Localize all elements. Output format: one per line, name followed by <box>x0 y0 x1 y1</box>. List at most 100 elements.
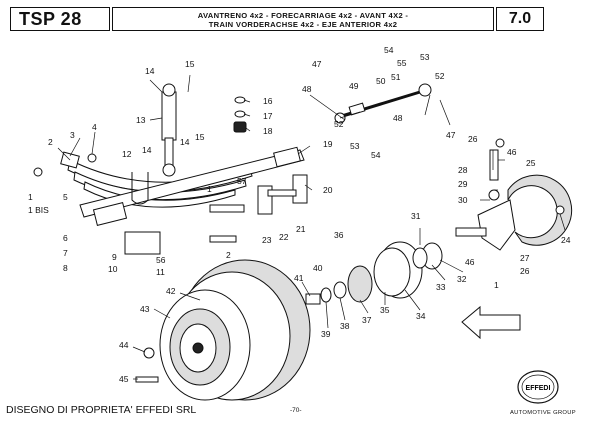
callout-25: 25 <box>526 158 536 168</box>
callout-54: 54 <box>384 45 394 55</box>
callout-11: 11 <box>156 267 165 277</box>
callout-3: 3 <box>70 130 75 140</box>
callout-31: 31 <box>411 211 421 221</box>
callout-43: 43 <box>140 304 150 314</box>
mount-bracket <box>124 231 161 255</box>
callout-15: 15 <box>185 59 195 69</box>
u-bolt <box>131 172 149 205</box>
callout-1c: 1 <box>494 280 499 290</box>
callout-42: 42 <box>166 286 176 296</box>
callout-50: 50 <box>376 76 386 86</box>
callout-35: 35 <box>380 305 390 315</box>
bump-stop <box>233 121 247 133</box>
callout-40: 40 <box>313 263 323 273</box>
callout-41: 41 <box>294 273 304 283</box>
callout-7: 7 <box>63 248 68 258</box>
callout-33: 33 <box>436 282 446 292</box>
callout-8: 8 <box>63 263 68 273</box>
bolt-head <box>33 167 43 177</box>
callout-47b: 47 <box>446 130 456 140</box>
ownership-note: DISEGNO DI PROPRIETA' EFFEDI SRL <box>6 404 197 416</box>
svg-text:EFFEDI: EFFEDI <box>526 385 551 392</box>
nut <box>87 153 97 163</box>
callout-20: 20 <box>323 185 333 195</box>
callout-56: 56 <box>156 255 166 265</box>
callout-26b: 26 <box>520 266 530 276</box>
callout-49: 49 <box>349 81 359 91</box>
wheel-tire <box>159 259 311 401</box>
callout-27: 27 <box>520 253 530 263</box>
page-label: 7.0 <box>508 10 532 27</box>
callout-51: 51 <box>391 72 401 82</box>
callout-21: 21 <box>296 224 306 234</box>
callout-57: 57 <box>237 176 247 186</box>
callout-55: 55 <box>397 58 407 68</box>
callout-17: 17 <box>263 111 273 121</box>
wheel-hub <box>305 241 443 305</box>
code-box: TSP 28 <box>10 7 110 31</box>
drawing-code: TSP 28 <box>19 9 82 29</box>
callout-14: 14 <box>145 66 155 76</box>
callout-16: 16 <box>263 96 273 106</box>
washer <box>234 110 246 118</box>
steering-rod <box>334 83 432 124</box>
wheel-bolt <box>135 376 159 383</box>
callout-46: 46 <box>507 147 517 157</box>
shock-absorber <box>161 83 177 177</box>
pivot-pin <box>209 204 245 213</box>
callout-4: 4 <box>92 122 97 132</box>
callout-12: 12 <box>122 149 132 159</box>
shackle-pin <box>267 189 297 197</box>
callout-6: 6 <box>63 233 68 243</box>
leader-lines <box>57 74 566 380</box>
callout-14b: 14 <box>180 137 190 147</box>
callout-37: 37 <box>362 315 372 325</box>
title-box: AVANTRENO 4x2 - FORECARRIAGE 4x2 - AVANT… <box>112 7 494 31</box>
title-line-1: AVANTRENO 4x2 - FORECARRIAGE 4x2 - AVANT… <box>197 11 409 20</box>
callout-53: 53 <box>420 52 430 62</box>
page-number: -70- <box>290 407 302 414</box>
grease-nipple <box>495 138 505 148</box>
callout-10: 10 <box>108 264 118 274</box>
callout-38: 38 <box>340 321 350 331</box>
callout-39: 39 <box>321 329 331 339</box>
callout-14c: 14 <box>142 145 152 155</box>
callout-36: 36 <box>334 230 344 240</box>
pivot-pin <box>209 235 237 243</box>
callout-45: 45 <box>119 374 129 384</box>
callout-30: 30 <box>458 195 468 205</box>
callout-1: 1 <box>28 192 33 202</box>
callout-22: 22 <box>279 232 289 242</box>
callout-28: 28 <box>458 165 468 175</box>
callout-44: 44 <box>119 340 129 350</box>
page-box: 7.0 <box>496 7 544 31</box>
callout-2: 2 <box>48 137 53 147</box>
callout-29: 29 <box>458 179 468 189</box>
axle-beam <box>79 146 305 226</box>
callout-13: 13 <box>136 115 146 125</box>
callout-19: 19 <box>323 139 333 149</box>
callout-18: 18 <box>263 126 273 136</box>
washer <box>234 96 246 104</box>
nut <box>143 347 155 359</box>
callout-15b: 15 <box>195 132 205 142</box>
callout-52b: 52 <box>334 119 344 129</box>
callout-2b: 2 <box>226 250 231 260</box>
callout-48b: 48 <box>393 113 403 123</box>
callout-1-bis: 1 BIS <box>28 205 49 215</box>
direction-arrow <box>461 305 521 340</box>
shackle-plate <box>292 174 308 204</box>
title-line-2: TRAIN VORDERACHSE 4x2 - EJE ANTERIOR 4x2 <box>208 20 398 29</box>
callout-9: 9 <box>112 252 117 262</box>
callout-47: 47 <box>312 59 322 69</box>
brake-shield <box>507 174 573 246</box>
callout-46b: 46 <box>465 257 475 267</box>
logo-subtitle: AUTOMOTIVE GROUP <box>510 410 576 416</box>
callout-53b: 53 <box>350 141 360 151</box>
callout-54b: 54 <box>371 150 381 160</box>
callout-1b: 1 <box>207 184 212 194</box>
callout-34: 34 <box>416 311 426 321</box>
callout-52: 52 <box>435 71 445 81</box>
callout-32: 32 <box>457 274 467 284</box>
